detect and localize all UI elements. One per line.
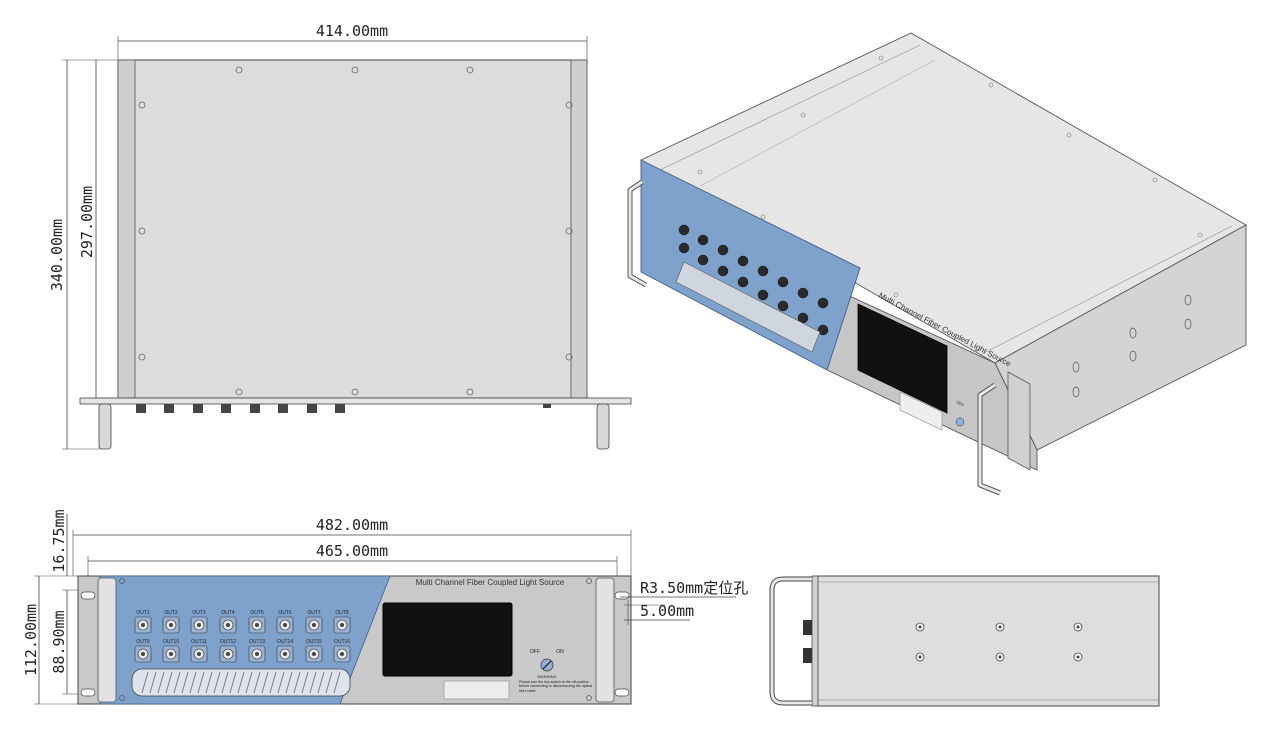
side-hole-centers bbox=[918, 625, 1080, 659]
port-out7: OUT7 bbox=[305, 610, 323, 634]
front-label-plate bbox=[443, 680, 510, 700]
svg-text:OUT2: OUT2 bbox=[164, 610, 178, 616]
port-out16: OUT16 bbox=[333, 639, 351, 663]
iso-screen bbox=[857, 303, 948, 414]
port-out8: OUT8 bbox=[333, 610, 351, 634]
iso-key-switch-icon bbox=[955, 417, 965, 427]
port-out5: OUT5 bbox=[248, 610, 266, 634]
top-connector-stubs bbox=[136, 404, 551, 413]
iso-rack-ear bbox=[1007, 371, 1031, 471]
svg-text:OUT6: OUT6 bbox=[278, 610, 292, 616]
port-out6: OUT6 bbox=[276, 610, 294, 634]
svg-text:OUT11: OUT11 bbox=[191, 639, 207, 645]
port-out4: OUT4 bbox=[219, 610, 237, 634]
top-screws bbox=[138, 66, 573, 396]
svg-text:OUT5: OUT5 bbox=[250, 610, 264, 616]
svg-text:OUT7: OUT7 bbox=[307, 610, 321, 616]
svg-text:OUT16: OUT16 bbox=[334, 639, 350, 645]
dim-label-hole-radius: R3.50mm定位孔 bbox=[640, 579, 748, 597]
front-handle-right bbox=[595, 577, 615, 703]
top-view: 414.00mm 340.00mm 297.00mm bbox=[48, 22, 632, 450]
svg-text:OUT10: OUT10 bbox=[163, 639, 179, 645]
port-out14: OUT14 bbox=[276, 639, 294, 663]
port-out12: OUT12 bbox=[219, 639, 237, 663]
side-handle bbox=[769, 576, 812, 706]
port-out15: OUT15 bbox=[305, 639, 323, 663]
warning-title: WARNING bbox=[537, 674, 556, 679]
svg-text:OUT12: OUT12 bbox=[220, 639, 236, 645]
front-vent-slots bbox=[141, 671, 341, 694]
svg-text:OUT8: OUT8 bbox=[335, 610, 349, 616]
iso-side-holes bbox=[1072, 294, 1192, 398]
top-handle-right bbox=[596, 403, 610, 450]
dim-label-top-depth-outer: 340.00mm bbox=[48, 219, 66, 291]
iso-top-screws bbox=[697, 55, 1203, 298]
side-connector-top bbox=[803, 620, 812, 635]
top-handle-left bbox=[98, 403, 112, 450]
svg-text:OUT13: OUT13 bbox=[249, 639, 265, 645]
switch-off-label: OFF bbox=[530, 649, 540, 655]
top-right-rail bbox=[570, 59, 588, 399]
svg-text:OUT14: OUT14 bbox=[277, 639, 293, 645]
dim-label-top-width: 414.00mm bbox=[316, 22, 388, 40]
front-view: 482.00mm 465.00mm 112.00mm 88.90mm 16.75… bbox=[22, 509, 748, 705]
port-out11: OUT11 bbox=[190, 639, 208, 663]
mount-slot-right-bottom bbox=[614, 688, 630, 697]
top-front-panel-edge bbox=[79, 397, 632, 405]
dim-label-front-width-outer: 482.00mm bbox=[316, 516, 388, 534]
port-row-2: OUT9 OUT10 OUT11 OUT12 OUT13 OUT14 OUT15… bbox=[134, 639, 351, 663]
port-out1: OUT1 bbox=[134, 610, 152, 634]
top-left-rail bbox=[117, 59, 136, 399]
side-connector-bottom bbox=[803, 648, 812, 663]
port-out2: OUT2 bbox=[162, 610, 180, 634]
port-out3: OUT3 bbox=[190, 610, 208, 634]
dim-label-front-offset: 16.75mm bbox=[50, 509, 68, 572]
mount-slot-left-top bbox=[80, 591, 96, 600]
front-screen bbox=[382, 602, 513, 677]
front-panel-title: Multi Channel Fiber Coupled Light Source bbox=[416, 578, 565, 587]
iso-connectors bbox=[678, 224, 829, 336]
port-out9: OUT9 bbox=[134, 639, 152, 663]
top-body bbox=[117, 59, 588, 399]
svg-text:OUT3: OUT3 bbox=[192, 610, 206, 616]
side-body bbox=[816, 575, 1160, 707]
front-handle-left bbox=[97, 577, 117, 703]
iso-switch-label: OFF bbox=[956, 399, 966, 407]
svg-text:OUT1: OUT1 bbox=[136, 610, 150, 616]
front-screws bbox=[119, 578, 592, 701]
port-out13: OUT13 bbox=[248, 639, 266, 663]
side-front-plate bbox=[811, 575, 819, 707]
mount-slot-right-top bbox=[614, 591, 630, 600]
dim-label-front-width-inner: 465.00mm bbox=[316, 542, 388, 560]
switch-on-label: ON bbox=[556, 649, 564, 655]
warning-text: Please turn the key switch to the off po… bbox=[519, 680, 593, 693]
port-out10: OUT10 bbox=[162, 639, 180, 663]
isometric-view: Multi Channel Fiber Coupled Light Source… bbox=[627, 32, 1247, 496]
side-view bbox=[769, 575, 1160, 707]
iso-vent-slots bbox=[675, 261, 821, 353]
dim-label-front-height-outer: 112.00mm bbox=[22, 604, 40, 676]
mount-slot-left-bottom bbox=[80, 688, 96, 697]
warning-text-box: Please turn the key switch to the off po… bbox=[519, 680, 593, 693]
port-row-1: OUT1 OUT2 OUT3 OUT4 OUT5 OUT6 OUT7 OUT8 bbox=[134, 610, 351, 634]
dim-label-front-height-inner: 88.90mm bbox=[50, 610, 68, 673]
dim-label-hole-offset: 5.00mm bbox=[640, 602, 694, 620]
svg-text:OUT15: OUT15 bbox=[306, 639, 322, 645]
dim-label-top-depth-inner: 297.00mm bbox=[78, 186, 96, 258]
iso-label-plate bbox=[899, 391, 943, 431]
svg-text:OUT9: OUT9 bbox=[136, 639, 150, 645]
svg-text:OUT4: OUT4 bbox=[221, 610, 235, 616]
